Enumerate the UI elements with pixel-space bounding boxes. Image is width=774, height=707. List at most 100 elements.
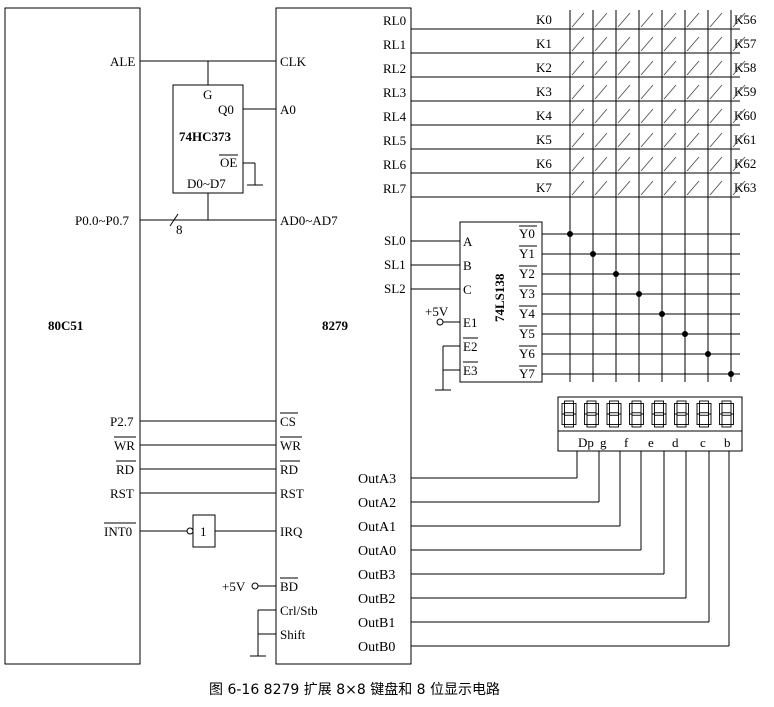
sl-label: SL1: [384, 257, 406, 272]
scan-select-lines: SL0 A SL1 B SL2 C: [384, 233, 473, 297]
latch-g-pin: G: [203, 87, 212, 102]
seven-seg-digit: [584, 400, 599, 428]
key-switch: [640, 12, 654, 28]
key-left-label: K2: [536, 60, 552, 75]
decoder-e3-pin: E3: [463, 363, 477, 378]
sl-label: SL0: [384, 233, 406, 248]
decoder-out-pin: Y0: [519, 226, 535, 241]
key-switch: [709, 156, 723, 172]
key-switch: [732, 156, 746, 172]
mcu-rst-pin: RST: [110, 486, 134, 501]
key-switch: [686, 84, 700, 100]
rl-label: RL2: [383, 61, 406, 76]
key-switch: [732, 132, 746, 148]
key-switch: [594, 180, 608, 196]
junction-dot: [636, 291, 642, 297]
decoder-in-pin: A: [463, 234, 473, 249]
rl-label: RL4: [383, 109, 407, 124]
seven-seg-digit: [651, 400, 667, 428]
e1-vcc-label: +5V: [425, 304, 449, 319]
key-switch: [686, 36, 700, 52]
segment-label: c: [700, 435, 706, 450]
key-switch: [732, 84, 746, 100]
kbd-rd-pin: RD: [280, 462, 298, 477]
key-switch: [709, 108, 723, 124]
key-right-label: K61: [734, 132, 756, 147]
key-switch: [571, 60, 585, 76]
decoder-e2-pin: E2: [463, 339, 477, 354]
key-switch: [617, 156, 631, 172]
decoder-out-pin: Y1: [519, 246, 535, 261]
rl-label: RL5: [383, 133, 406, 148]
decoder-e1-pin: E1: [463, 315, 477, 330]
mcu-ale-pin: ALE: [110, 54, 135, 69]
key-switch: [571, 156, 585, 172]
key-switch: [594, 84, 608, 100]
scan-columns: [569, 10, 732, 382]
latch-label: 74HC373: [179, 129, 232, 144]
mcu-int0-pin: INT0: [104, 524, 132, 539]
out-label: OutA0: [358, 544, 396, 559]
key-switch: [594, 36, 608, 52]
segment-label: d: [672, 435, 679, 450]
seven-seg-digit: [674, 400, 689, 428]
key-left-label: K3: [536, 84, 552, 99]
junction-dot: [567, 231, 573, 237]
key-switch: [571, 180, 585, 196]
decoder-chip: [459, 221, 543, 383]
segment-label: b: [724, 435, 731, 450]
key-switch: [686, 12, 700, 28]
key-left-label: K7: [536, 180, 552, 195]
key-switch: [732, 36, 746, 52]
decoder-in-pin: B: [463, 258, 472, 273]
key-switch: [732, 180, 746, 196]
out-label: OutB3: [358, 568, 395, 583]
key-switch: [663, 36, 677, 52]
decoder-out-pin: Y7: [519, 366, 535, 381]
key-switch: [709, 60, 723, 76]
key-switch: [594, 12, 608, 28]
bus-width: 8: [176, 222, 183, 237]
junction-dot: [613, 271, 619, 277]
key-switch: [709, 36, 723, 52]
key-switch: [640, 60, 654, 76]
mcu-p27-pin: P2.7: [110, 414, 134, 429]
key-switch: [686, 156, 700, 172]
key-switch: [686, 60, 700, 76]
junction-dot: [728, 371, 734, 377]
mcu-wr-pin: WR: [114, 438, 135, 453]
key-left-label: K0: [536, 12, 552, 27]
key-switch: [709, 12, 723, 28]
key-left-label: K5: [536, 132, 552, 147]
key-switch: [571, 12, 585, 28]
segment-label: e: [648, 435, 654, 450]
decoder-label: 74LS138: [492, 273, 507, 322]
key-left-label: K1: [536, 36, 552, 51]
decoder-in-pin: C: [463, 282, 472, 297]
key-switch: [663, 132, 677, 148]
key-switch: [617, 132, 631, 148]
out-label: OutA2: [358, 496, 396, 511]
junction-dot: [705, 351, 711, 357]
segment-label: Dp: [578, 435, 594, 450]
out-label: OutB1: [358, 616, 395, 631]
kbd-ad-pin: AD0~AD7: [280, 213, 338, 228]
key-switch: [709, 180, 723, 196]
decoder-out-pin: Y5: [519, 326, 535, 341]
mcu-rd-pin: RD: [116, 462, 134, 477]
out-label: OutB2: [358, 592, 395, 607]
kbd-wr-pin: WR: [280, 438, 301, 453]
key-switch: [686, 132, 700, 148]
mcu-p0-pin: P0.0~P0.7: [75, 213, 129, 228]
out-label: OutB0: [358, 640, 395, 655]
key-switch: [663, 180, 677, 196]
key-switch: [617, 108, 631, 124]
kbd-bd-pin: BD: [280, 579, 298, 594]
kbd-rst-pin: RST: [280, 486, 304, 501]
latch-d-pin: D0~D7: [187, 176, 226, 191]
segment-label: g: [600, 435, 607, 450]
sl-label: SL2: [384, 281, 406, 296]
mcu-chip: [4, 7, 141, 665]
